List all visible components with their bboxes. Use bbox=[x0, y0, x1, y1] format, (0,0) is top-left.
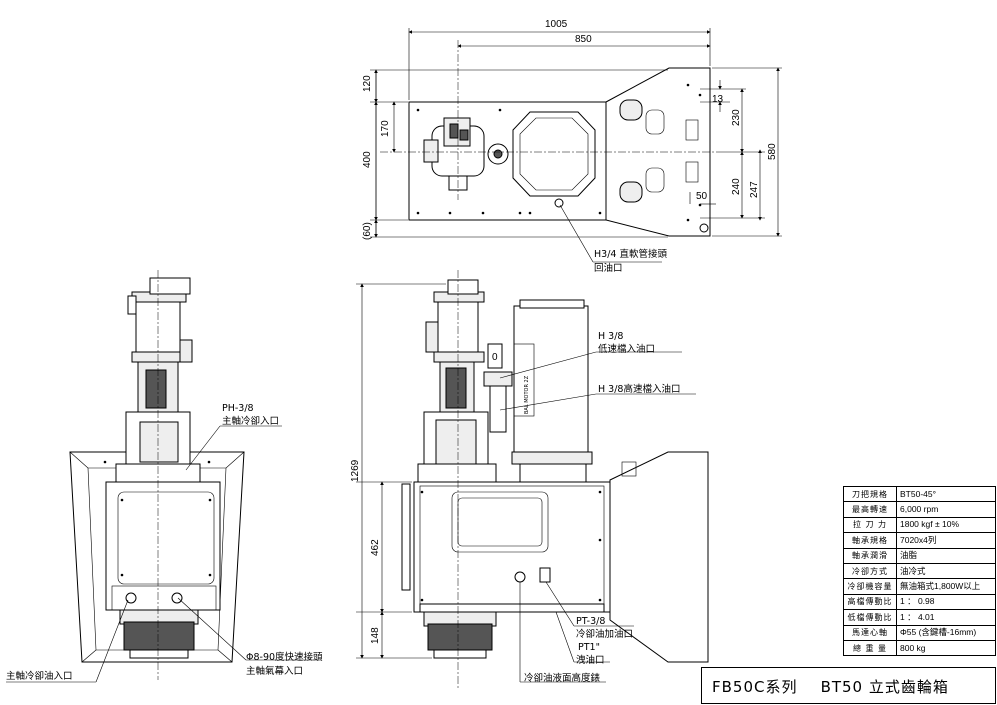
sight-glass-label: 0 bbox=[492, 352, 498, 363]
title-text: FB50C系列 BT50 立式齒輪箱 bbox=[712, 676, 949, 697]
spec-value: 油脂 bbox=[896, 547, 996, 564]
dim-580: 580 bbox=[767, 143, 778, 160]
top-view: 1005 850 120 170 400 (60) 13 230 580 240 bbox=[362, 19, 782, 274]
front-bracket bbox=[609, 451, 709, 663]
front-gearbox bbox=[413, 481, 611, 613]
spec-key: 軸承潤滑 bbox=[843, 547, 897, 564]
dim-120: 120 bbox=[362, 75, 373, 92]
spec-value: 1 ： 0.98 bbox=[896, 593, 996, 611]
dim-462: 462 bbox=[370, 539, 381, 556]
dim-60: (60) bbox=[362, 222, 373, 240]
dim-230: 230 bbox=[731, 109, 742, 126]
motor-plate-text: BAL MOTOR 2Z bbox=[524, 375, 530, 414]
spec-value: BT50-45° bbox=[896, 485, 996, 503]
spec-key: 冷卻方式 bbox=[843, 562, 897, 580]
oil-level-label: 冷卻油液面高度錶 bbox=[524, 672, 601, 684]
front-spindle-nose bbox=[427, 623, 493, 651]
return-port-label-2: 回油口 bbox=[594, 262, 623, 274]
dim-13: 13 bbox=[712, 94, 724, 105]
spec-value: 800 kg bbox=[896, 639, 996, 657]
spec-value: 無油箱式1,800W以上 bbox=[896, 578, 996, 595]
spec-key: 最高轉速 bbox=[843, 501, 897, 518]
dim-1269: 1269 bbox=[350, 459, 361, 482]
low-speed-label-2: 低速檔入油口 bbox=[598, 343, 655, 355]
pt1-label-2: 洩油口 bbox=[576, 654, 605, 666]
ph-port-label-1: PH-3/8 bbox=[222, 403, 254, 414]
spec-row: 軸承潤滑油脂 bbox=[843, 547, 996, 564]
spec-row: 冷卻機容量無油箱式1,800W以上 bbox=[843, 578, 996, 595]
spec-key: 軸承規格 bbox=[843, 532, 897, 549]
front-view: 0 BAL MOTOR 2Z 1269 462 148 bbox=[350, 270, 709, 690]
spec-value: 1800 kgf ± 10% bbox=[896, 516, 996, 534]
title-series: FB50C系列 bbox=[712, 678, 798, 696]
spec-value: Φ55 (含鍵槽-16mm) bbox=[896, 624, 996, 641]
dim-247: 247 bbox=[749, 181, 760, 198]
dim-1005: 1005 bbox=[545, 19, 568, 30]
spec-key: 總 重 量 bbox=[843, 639, 897, 657]
quick-coupler-label-2: 主軸氣幕入口 bbox=[246, 665, 303, 677]
dim-240: 240 bbox=[731, 178, 742, 195]
spec-key: 高檔傳動比 bbox=[843, 593, 897, 611]
title-model: BT50 立式齒輪箱 bbox=[820, 678, 949, 696]
side-spindle-nose bbox=[123, 621, 195, 651]
pt38-label-1: PT-3/8 bbox=[576, 616, 605, 627]
oil-level-gauge bbox=[401, 483, 411, 591]
dim-50: 50 bbox=[696, 191, 708, 202]
spec-value: 7020x4列 bbox=[896, 532, 996, 549]
motor-octagon bbox=[512, 111, 596, 197]
spec-key: 拉 刀 力 bbox=[843, 516, 897, 534]
high-speed-label: H 3/8高速檔入油口 bbox=[598, 383, 680, 395]
spec-key: 刀把規格 bbox=[843, 485, 897, 503]
left-view: PH-3/8 主軸冷卻入口 Φ8-90度快速接頭 主軸氣幕入口 主軸冷卻油入口 bbox=[6, 270, 323, 683]
pt1-label-1: PT1" bbox=[578, 642, 600, 653]
low-speed-label-1: H 3/8 bbox=[598, 331, 623, 342]
quick-coupler-label-1: Φ8-90度快速接頭 bbox=[246, 651, 323, 663]
side-gearbox bbox=[105, 481, 221, 611]
dim-850: 850 bbox=[575, 34, 592, 45]
front-motor bbox=[513, 305, 589, 453]
pt38-label-2: 冷卻油加油口 bbox=[576, 628, 633, 640]
dim-170: 170 bbox=[380, 120, 391, 137]
spec-key: 馬達心軸 bbox=[843, 624, 897, 641]
title-block: FB50C系列 BT50 立式齒輪箱 bbox=[701, 667, 996, 704]
coolant-inlet-label: 主軸冷卻油入口 bbox=[6, 670, 73, 682]
spec-key: 低檔傳動比 bbox=[843, 609, 897, 626]
spec-value: 油冷式 bbox=[896, 562, 996, 580]
spec-row: 冷卻方式油冷式 bbox=[843, 562, 996, 580]
spec-value: 6,000 rpm bbox=[896, 501, 996, 518]
spec-value: 1 ： 4.01 bbox=[896, 609, 996, 626]
ph-port-label-2: 主軸冷卻入口 bbox=[222, 415, 279, 427]
dim-400: 400 bbox=[362, 151, 373, 168]
spec-key: 冷卻機容量 bbox=[843, 578, 897, 595]
return-port-label-1: H3/4 直軟管接頭 bbox=[594, 248, 667, 260]
dim-148: 148 bbox=[370, 627, 381, 644]
